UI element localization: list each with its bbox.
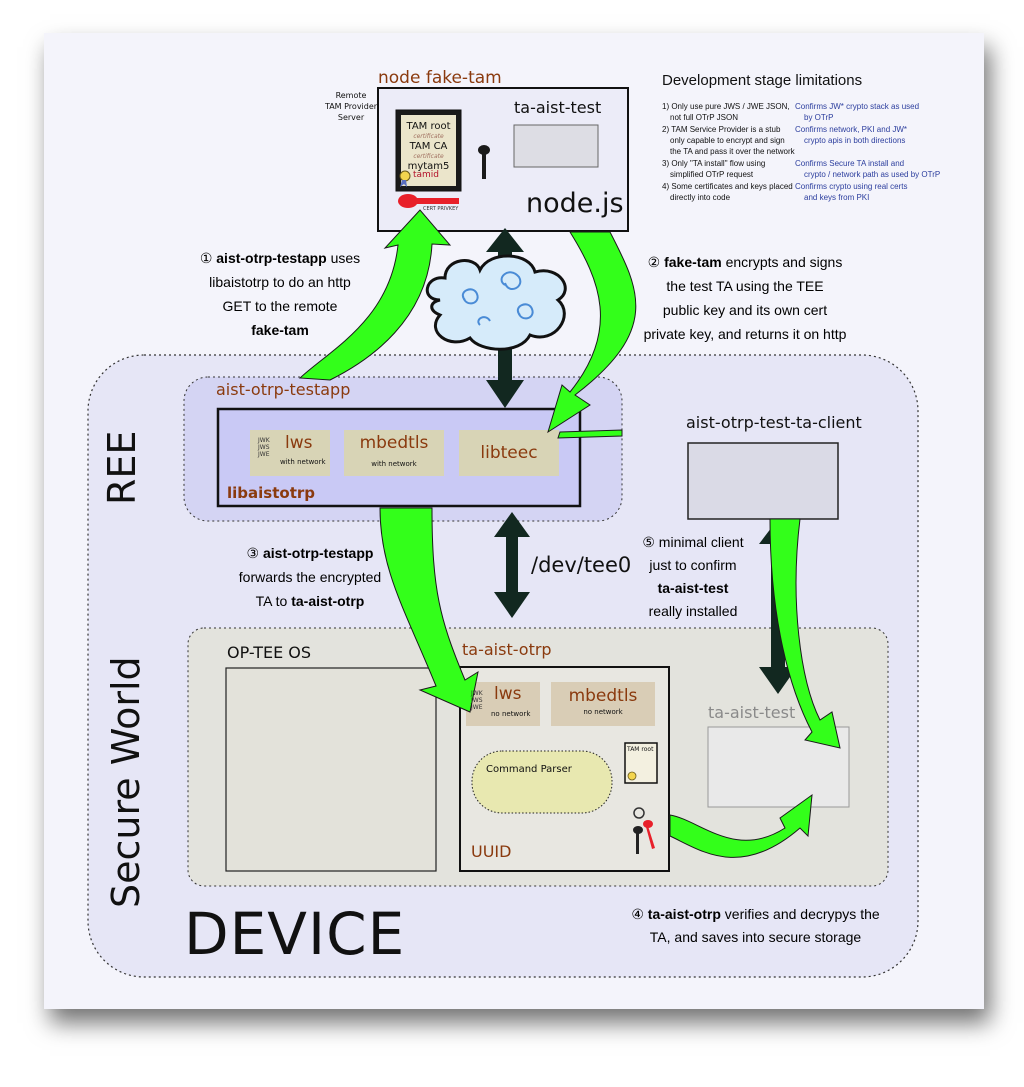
cert-line: TAM CA xyxy=(409,141,448,152)
secure-world-label: Secure World xyxy=(104,656,148,908)
green-arrows xyxy=(298,209,841,858)
step-1-text: ① aist-otrp-testapp uses libaistotrp to … xyxy=(199,250,361,338)
nodejs-label: node.js xyxy=(526,188,624,219)
libaistotrp-title: libaistotrp xyxy=(227,484,315,502)
secure-mbedtls-sub: no network xyxy=(583,708,623,716)
tam-root-label: TAM root xyxy=(627,746,654,753)
cert-line: mytam5 xyxy=(407,161,450,172)
tee-keys-icon xyxy=(633,807,655,854)
ree-lws-sub: with network xyxy=(280,458,326,466)
device-label: DEVICE xyxy=(184,900,406,968)
limitations-title: Development stage limitations xyxy=(662,72,863,89)
ree-lws-label: lws xyxy=(285,433,313,453)
secure-lws-label: lws xyxy=(494,684,522,704)
client-title: aist-otrp-test-ta-client xyxy=(686,413,862,432)
secure-lws-sub: no network xyxy=(491,710,531,718)
uuid-label: UUID xyxy=(471,842,512,861)
step-3-text: ③ aist-otrp-testapp forwards the encrypt… xyxy=(238,545,382,609)
libteec-label: libteec xyxy=(480,443,538,463)
confirm-item: Confirms network, PKI and JW*crypto apis… xyxy=(795,125,908,145)
limitation-item: 1) Only use pure JWS / JWE JSON,not full… xyxy=(662,102,790,122)
step-2-text: ② fake-tam encrypts and signs the test T… xyxy=(643,254,847,342)
ta-aist-test-secure-title: ta-aist-test xyxy=(708,703,796,722)
certificate-text: TAM root certificate TAM CA certificate … xyxy=(401,120,456,173)
step-number: ④ xyxy=(631,906,644,922)
client-box xyxy=(687,442,839,520)
step-number: ⑤ xyxy=(642,534,655,550)
ree-label: REE xyxy=(100,430,144,505)
ree-mbedtls-label: mbedtls xyxy=(359,433,429,453)
optee-title: OP-TEE OS xyxy=(227,643,312,662)
testapp-title: aist-otrp-testapp xyxy=(216,380,351,399)
step-number: ② xyxy=(647,254,661,270)
cert-privkey-label: CERT PRIVKEY xyxy=(423,206,459,212)
remote-line: TAM Provider xyxy=(324,102,378,111)
network-cloud-icon xyxy=(425,254,567,351)
step-number: ① xyxy=(199,250,213,266)
tamid-label: tamid xyxy=(413,170,440,180)
cert-watermark: certificate xyxy=(413,153,444,160)
step-4-text: ④ ta-aist-otrp verifies and decrypys the… xyxy=(631,906,880,945)
dev-tee0-label: /dev/tee0 xyxy=(531,553,632,577)
step-5-text: ⑤ minimal client just to confirm ta-aist… xyxy=(642,534,744,619)
remote-tam-label: Remote TAM Provider Server xyxy=(316,90,386,123)
key-icon xyxy=(478,145,490,179)
tam-root-cert xyxy=(624,742,658,784)
ta-aist-test-tam-slot xyxy=(513,124,599,168)
command-parser-box xyxy=(471,750,613,814)
cert-watermark: certificate xyxy=(413,133,444,140)
cert-line: TAM root xyxy=(406,121,451,132)
secure-mbedtls-label: mbedtls xyxy=(568,686,638,706)
optee-box xyxy=(225,667,437,872)
step-number: ③ xyxy=(246,545,260,561)
node-fake-tam-title: node fake-tam xyxy=(378,68,502,88)
ta-aist-test-title-top: ta-aist-test xyxy=(514,98,602,117)
remote-line: Remote xyxy=(335,91,367,100)
command-parser-label: Command Parser xyxy=(486,764,572,775)
ree-mbedtls-sub: with network xyxy=(371,460,417,468)
limitations-list: 1) Only use pure JWS / JWE JSON,not full… xyxy=(662,101,798,203)
ta-aist-otrp-title: ta-aist-otrp xyxy=(462,640,552,659)
private-key-icon xyxy=(398,194,459,208)
remote-line: Server xyxy=(337,113,365,122)
